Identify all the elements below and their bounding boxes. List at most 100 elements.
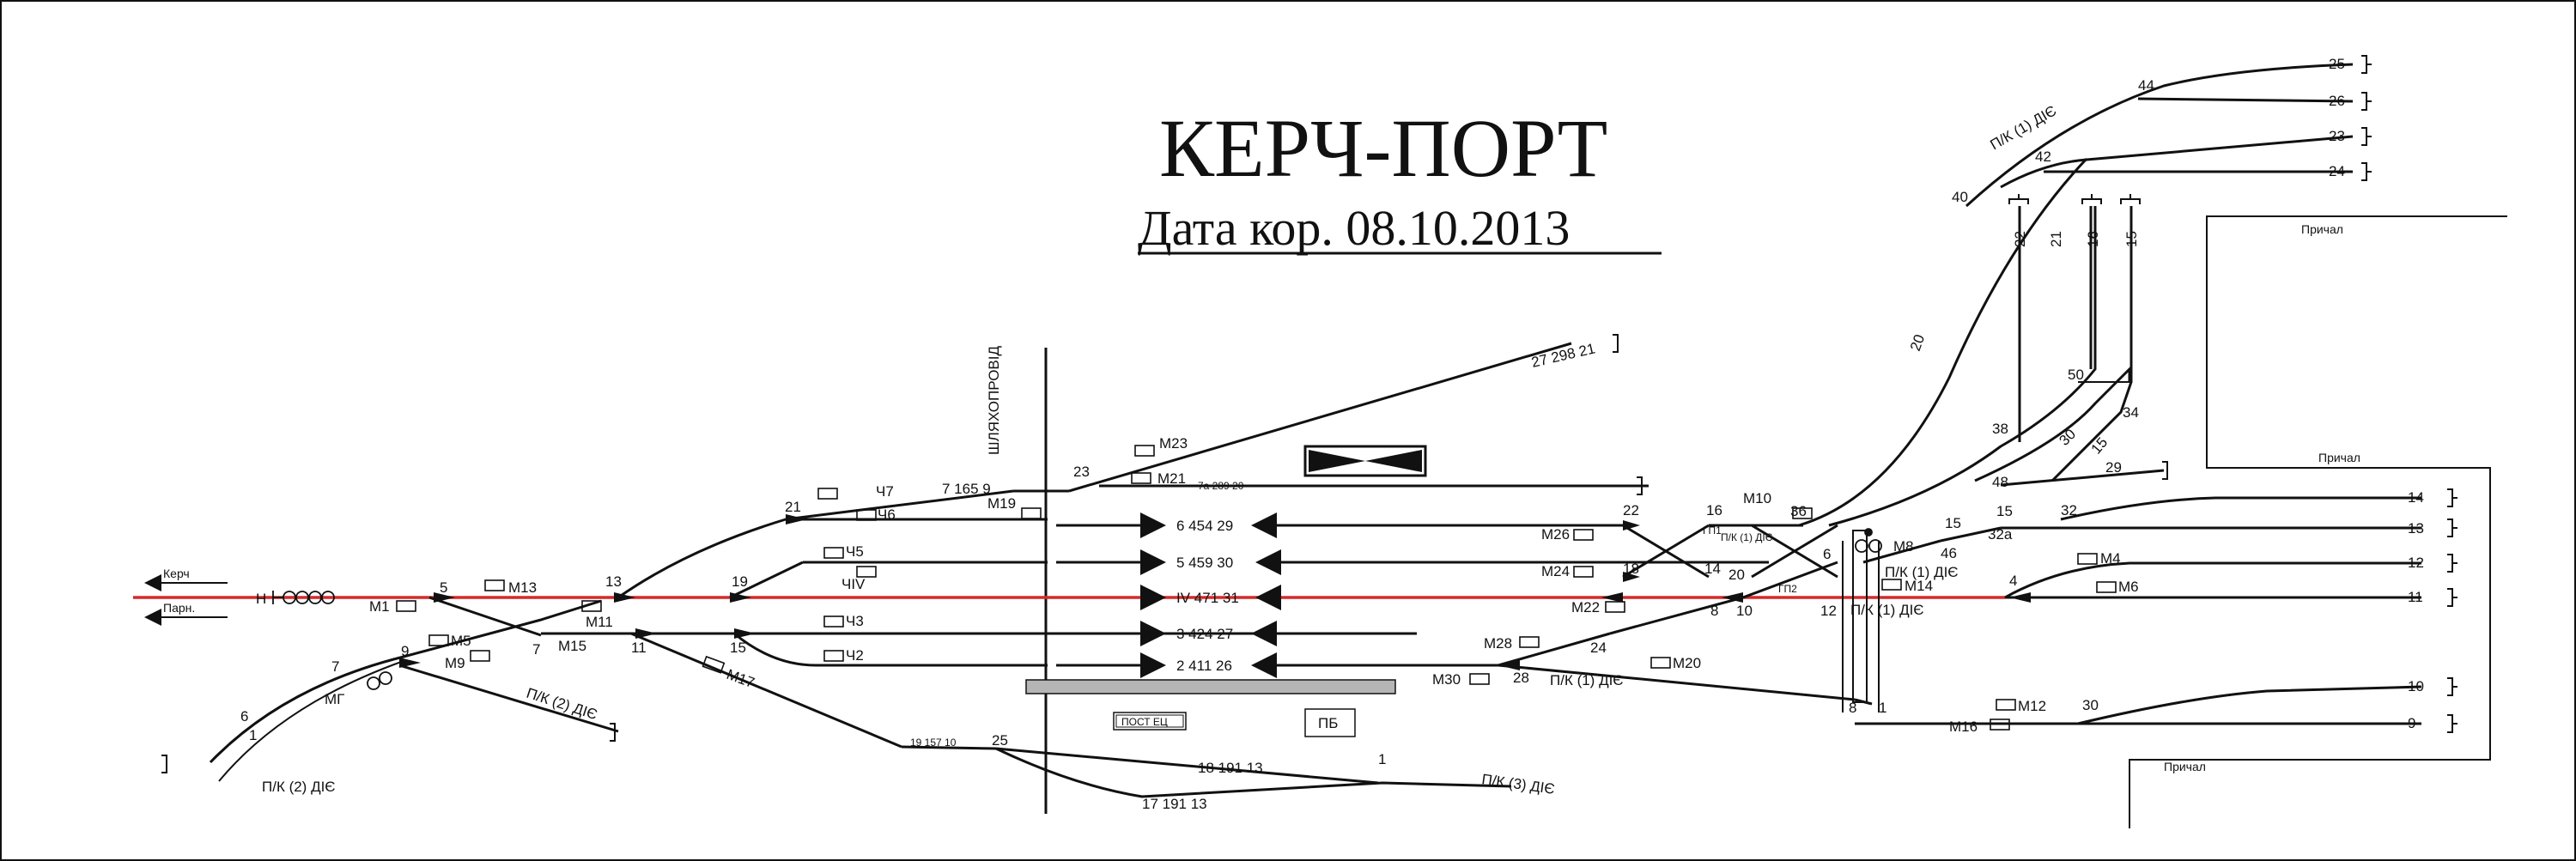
svg-text:15: 15 <box>2123 231 2140 247</box>
track-23 <box>2000 135 2354 189</box>
svg-text:24: 24 <box>1590 640 1607 656</box>
dead-end-labels: 25 26 23 24 22 21 16 15 14 13 12 11 10 9 <box>2012 56 2424 731</box>
track-29 <box>2000 469 2165 487</box>
track-7-lead <box>617 489 1014 599</box>
svg-text:Н: Н <box>256 591 266 607</box>
svg-text:Ч7: Ч7 <box>876 483 894 500</box>
svg-text:44: 44 <box>2138 77 2154 94</box>
lead-6 <box>218 660 404 782</box>
svg-text:30: 30 <box>2056 426 2079 449</box>
post-ec-box <box>1113 712 1187 731</box>
svg-text:М22: М22 <box>1571 599 1600 615</box>
svg-text:30: 30 <box>2082 697 2099 713</box>
svg-text:М5: М5 <box>451 633 471 649</box>
svg-text:МГ: МГ <box>325 691 344 707</box>
svg-text:28: 28 <box>1513 670 1529 686</box>
svg-text:М21: М21 <box>1157 470 1186 487</box>
svg-text:М20: М20 <box>1673 655 1701 671</box>
svg-text:М1: М1 <box>369 598 390 615</box>
track-21 <box>1828 206 2097 527</box>
svg-text:М16: М16 <box>1949 719 1978 735</box>
svg-text:13: 13 <box>2408 520 2424 537</box>
svg-text:38: 38 <box>1992 421 2008 437</box>
svg-text:16: 16 <box>1706 502 1722 518</box>
post-ec-inner <box>1115 714 1184 728</box>
track-26 <box>2137 97 2354 103</box>
svg-text:7: 7 <box>331 658 339 675</box>
pk1-d-label: П/К (1) ДІЄ <box>1850 602 1924 618</box>
svg-text:42: 42 <box>2035 149 2051 165</box>
pk1-c-label: П/К (1) ДІЄ <box>1885 564 1959 580</box>
svg-text:Ч3: Ч3 <box>846 613 864 629</box>
svg-text:24: 24 <box>2329 163 2345 179</box>
svg-text:М30: М30 <box>1432 671 1461 688</box>
track-14 <box>2060 496 2421 521</box>
svg-text:11: 11 <box>631 640 647 656</box>
svg-text:48: 48 <box>1992 474 2008 490</box>
svg-text:М8: М8 <box>1893 538 1914 555</box>
crossing-symbol-fill <box>1309 450 1422 472</box>
svg-text:22: 22 <box>1623 502 1639 518</box>
track-12 <box>2004 561 2421 599</box>
svg-text:10: 10 <box>1736 603 1753 619</box>
track-19 <box>901 745 997 750</box>
switch-points <box>399 514 2031 670</box>
kerch-label: Керч <box>163 567 190 580</box>
pb-box <box>1304 708 1356 737</box>
svg-text:22: 22 <box>2012 231 2028 247</box>
svg-text:32а: 32а <box>1988 526 2013 543</box>
svg-text:20: 20 <box>1728 567 1745 583</box>
pk2-mid-label: П/К (2) ДІЄ <box>525 685 599 724</box>
svg-text:М13: М13 <box>508 579 537 596</box>
svg-text:15: 15 <box>1996 503 2013 519</box>
svg-text:46: 46 <box>1941 545 1957 561</box>
track-30 <box>1974 366 2131 482</box>
svg-text:М10: М10 <box>1743 490 1771 506</box>
svg-text:12: 12 <box>2408 555 2424 571</box>
track-5-lead <box>729 561 804 599</box>
buffer-stops <box>161 55 2458 773</box>
crossover-12 <box>1751 524 1838 579</box>
post-ec-label: ПОСТ ЕЦ <box>1121 716 1168 728</box>
pk1-b-label: П/К (1) ДІЄ <box>1721 531 1773 543</box>
svg-text:19: 19 <box>732 573 748 590</box>
svg-text:40: 40 <box>1952 189 1968 205</box>
svg-text:16: 16 <box>2085 231 2101 247</box>
even-label: Парн. <box>163 601 195 615</box>
lead-1-9 <box>209 599 602 764</box>
signal-m8 <box>1855 528 1882 553</box>
svg-text:М17: М17 <box>725 666 757 691</box>
svg-text:М19: М19 <box>987 495 1016 512</box>
track-17-label: 17 191 13 <box>1142 796 1207 812</box>
pk2-left-label: П/К (2) ДІЄ <box>262 779 336 795</box>
svg-text:М9: М9 <box>445 655 465 671</box>
svg-text:М15: М15 <box>558 638 586 654</box>
track-17-and-pk3 <box>995 747 1512 798</box>
svg-text:ЧIV: ЧIV <box>841 576 866 592</box>
svg-text:15: 15 <box>730 640 746 656</box>
track-15 <box>2050 206 2133 482</box>
svg-text:Ч6: Ч6 <box>878 506 896 523</box>
signal-mg <box>367 671 392 690</box>
svg-text:34: 34 <box>2123 404 2139 421</box>
pk3-label: П/К (3) ДІЄ <box>1480 771 1555 797</box>
track-18 <box>995 747 1379 785</box>
svg-text:М6: М6 <box>2118 579 2139 595</box>
svg-text:25: 25 <box>2329 56 2345 72</box>
svg-text:8: 8 <box>1710 603 1718 619</box>
svg-text:6: 6 <box>1823 546 1831 562</box>
track-25-lead <box>1965 63 2354 208</box>
svg-text:23: 23 <box>2329 128 2345 144</box>
overpass-label: ШЛЯХОПРОВІД <box>986 346 1002 455</box>
track-2-label: 2 411 26 <box>1176 658 1232 674</box>
svg-text:1: 1 <box>1378 751 1386 767</box>
date-label: Дата кор. 08.10.2013 <box>1138 200 1570 256</box>
svg-text:ГП2: ГП2 <box>1778 583 1797 595</box>
svg-text:7: 7 <box>532 641 540 658</box>
track-18-label: 18 191 13 <box>1198 760 1263 776</box>
svg-text:9: 9 <box>401 643 409 659</box>
track-27 <box>1068 342 1572 493</box>
